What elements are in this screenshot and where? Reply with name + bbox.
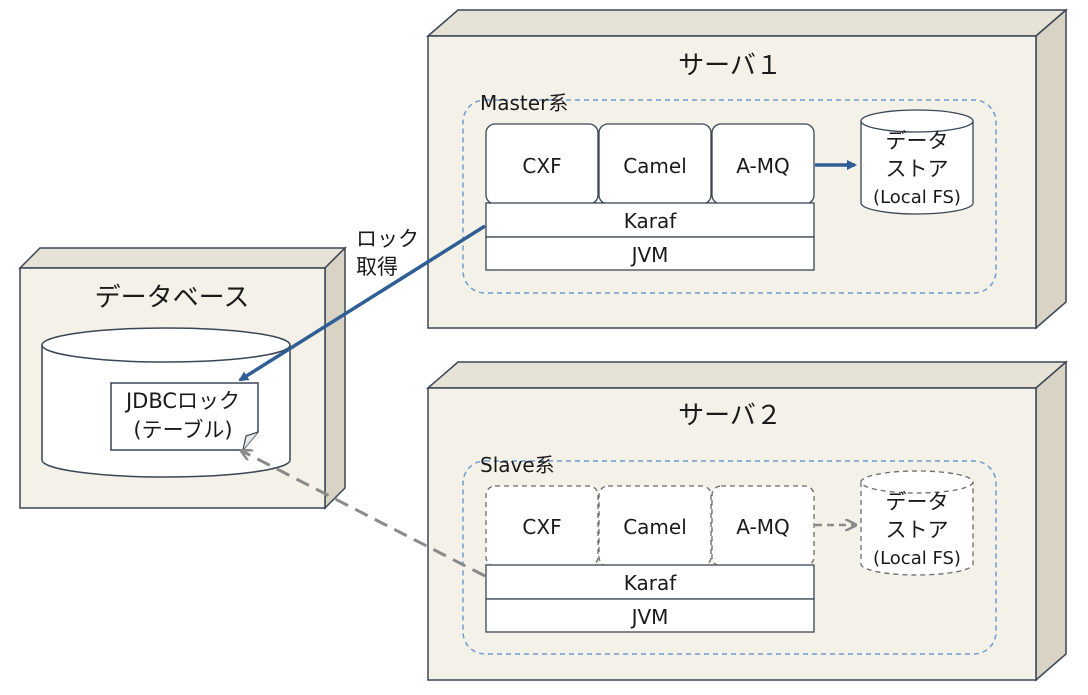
server2-title: サーバ２ xyxy=(678,401,782,431)
server2-karaf-box xyxy=(485,564,815,600)
server1-title: サーバ１ xyxy=(678,51,782,81)
jdbc-lock-note: JDBCロック (テーブル) xyxy=(110,382,259,451)
lock-acquire-arrow xyxy=(238,224,486,382)
slave-group-label: Slave系 xyxy=(480,453,555,477)
server2-store-line3: (Local FS) xyxy=(873,548,961,569)
server1-store-line2: ストア xyxy=(886,157,949,181)
server2-jvm-label: JVM xyxy=(630,605,669,629)
lock-label-line1: ロック xyxy=(356,227,419,251)
database-title: データベース xyxy=(95,283,250,313)
server2-datastore: データ ストア (Local FS) xyxy=(860,470,974,576)
server2-camel-label: Camel xyxy=(623,515,687,539)
server1-amq-label: A-MQ xyxy=(736,154,789,178)
master-group-label: Master系 xyxy=(480,91,568,115)
server1-jvm-label: JVM xyxy=(630,243,669,267)
server2-node: サーバ２ Slave系 CXF Camel A-MQ Karaf JVM データ… xyxy=(425,360,1069,682)
server1-karaf-box xyxy=(485,202,815,238)
server1-store-line1: データ xyxy=(886,129,949,153)
server2-amq-label: A-MQ xyxy=(736,515,789,539)
master-group xyxy=(462,99,997,294)
slave-group xyxy=(462,460,997,655)
lock-label-line2: 取得 xyxy=(356,255,398,279)
server2-cxf-box xyxy=(485,485,599,567)
jdbc-lock-label: JDBCロック xyxy=(124,389,240,413)
server2-karaf-label: Karaf xyxy=(624,571,677,595)
server1-store-line3: (Local FS) xyxy=(873,187,961,208)
lock-wait-arrow xyxy=(242,451,486,578)
server1-cxf-label: CXF xyxy=(522,154,561,178)
jdbc-lock-table-label: (テーブル) xyxy=(133,418,232,442)
database-node: データベース JDBCロック (テーブル) xyxy=(18,246,347,510)
server1-node: サーバ１ Master系 CXF Camel A-MQ Karaf JVM デー… xyxy=(425,8,1069,330)
server2-cxf-label: CXF xyxy=(522,515,561,539)
server2-jvm-box xyxy=(485,598,815,633)
server1-jvm-box xyxy=(485,236,815,271)
server2-store-line2: ストア xyxy=(886,518,949,542)
server2-store-line1: データ xyxy=(886,490,949,514)
server1-datastore: データ ストア (Local FS) xyxy=(860,109,974,215)
server1-camel-label: Camel xyxy=(623,154,687,178)
server2-camel-box xyxy=(598,485,712,567)
server1-karaf-label: Karaf xyxy=(624,209,677,233)
